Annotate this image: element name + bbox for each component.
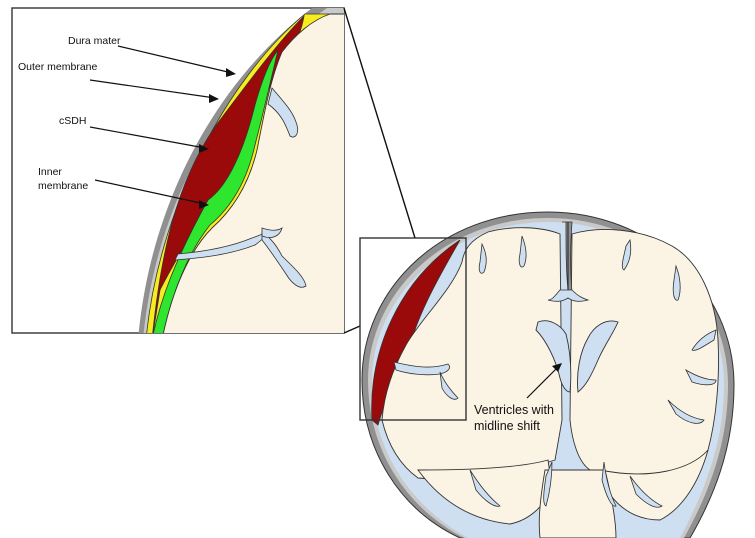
dura-mater-label: Dura mater: [68, 35, 121, 47]
ventricles-label-line1: Ventricles with: [474, 403, 554, 417]
inner-membrane-label-line2: membrane: [38, 180, 88, 192]
coronal-brain: Ventricles with midline shift: [360, 212, 734, 538]
zoom-connector-bottom: [344, 326, 360, 333]
zoom-connector-top: [344, 8, 415, 238]
ventricles-label-line2: midline shift: [474, 419, 541, 433]
inner-membrane-label-line1: Inner: [38, 166, 62, 178]
csdh-label: cSDH: [59, 115, 86, 127]
outer-membrane-label: Outer membrane: [18, 61, 98, 73]
left-hemisphere: [382, 228, 562, 479]
zoom-inset: Dura mater Outer membrane cSDH Inner mem…: [12, 0, 350, 340]
